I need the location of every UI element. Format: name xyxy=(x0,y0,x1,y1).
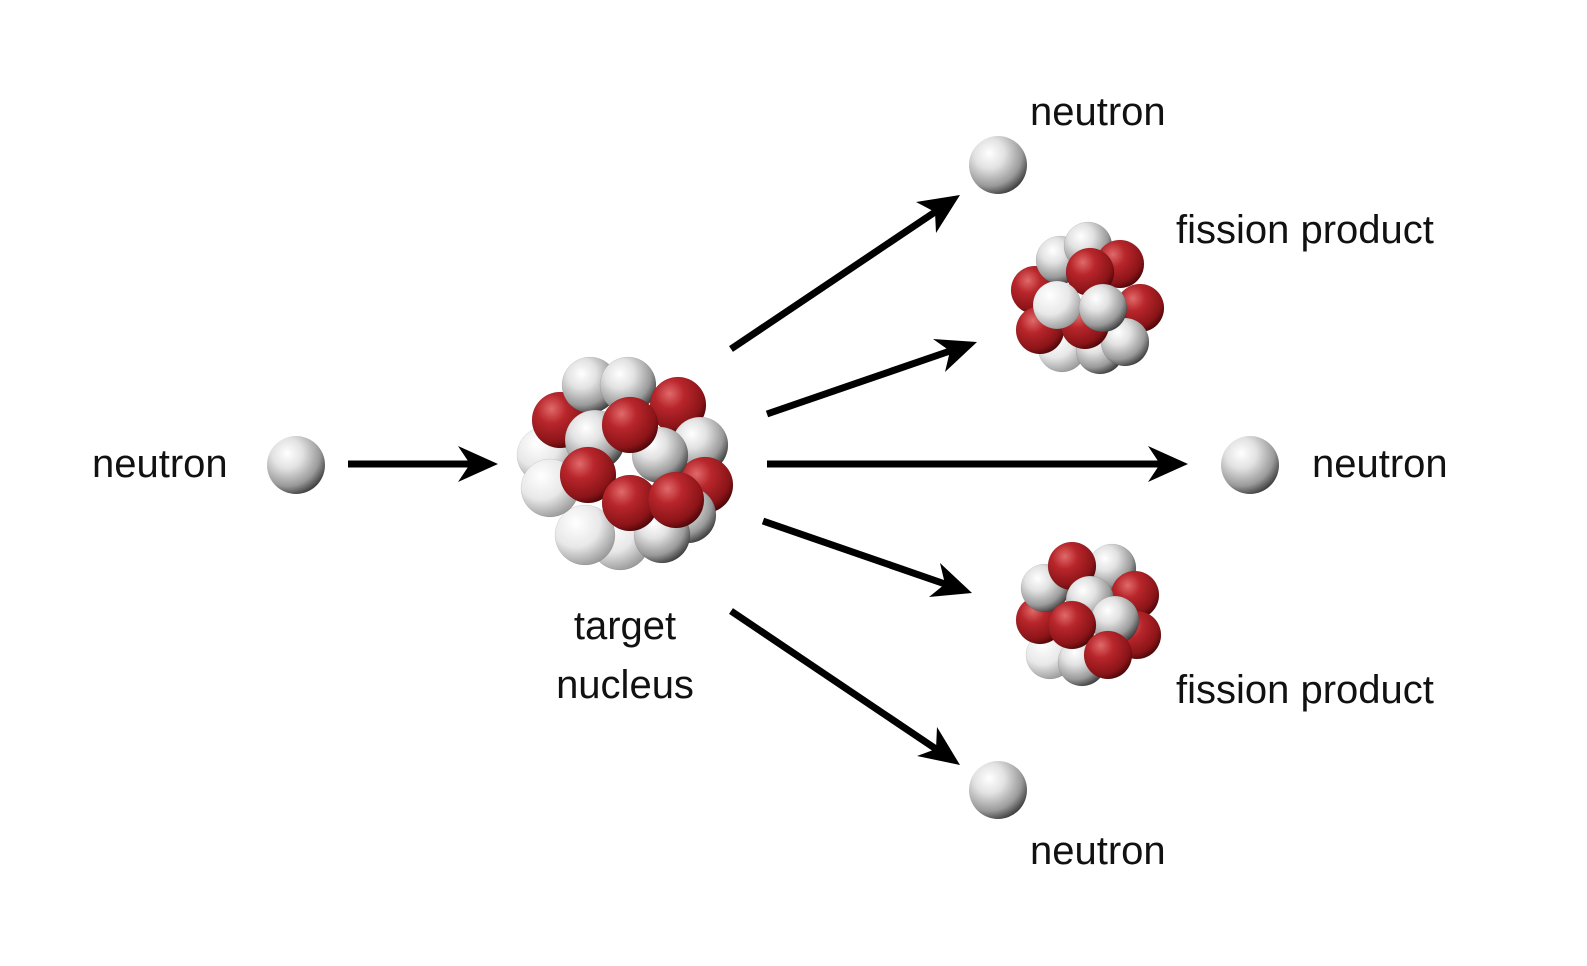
arrow-to-fission-product-bottom xyxy=(761,517,972,597)
label-target-line2: nucleus xyxy=(556,663,694,707)
label-neutron-top: neutron xyxy=(1030,90,1166,134)
arrow-incoming xyxy=(348,446,498,482)
neutron-incoming-icon xyxy=(267,436,325,494)
label-target-line1: target xyxy=(573,604,677,648)
neutron-top-icon xyxy=(969,136,1027,194)
arrow-to-neutron-right xyxy=(767,446,1188,482)
fission-product-bottom-icon xyxy=(1015,541,1162,687)
arrows xyxy=(348,195,1188,765)
arrow-to-fission-product-top xyxy=(765,339,977,418)
neutron-bottom-icon xyxy=(969,761,1027,819)
arrow-to-neutron-top xyxy=(729,195,960,352)
arrow-to-neutron-bottom xyxy=(729,608,960,765)
target-nucleus-icon xyxy=(516,356,734,571)
label-neutron-right: neutron xyxy=(1312,442,1448,486)
label-neutron-bottom: neutron xyxy=(1030,829,1166,873)
label-fission-product-top: fission product xyxy=(1176,208,1434,252)
label-neutron-incoming: neutron xyxy=(92,442,228,486)
neutron-right-icon xyxy=(1221,436,1279,494)
fission-product-top-icon xyxy=(1010,221,1165,375)
label-fission-product-bottom: fission product xyxy=(1176,668,1434,712)
